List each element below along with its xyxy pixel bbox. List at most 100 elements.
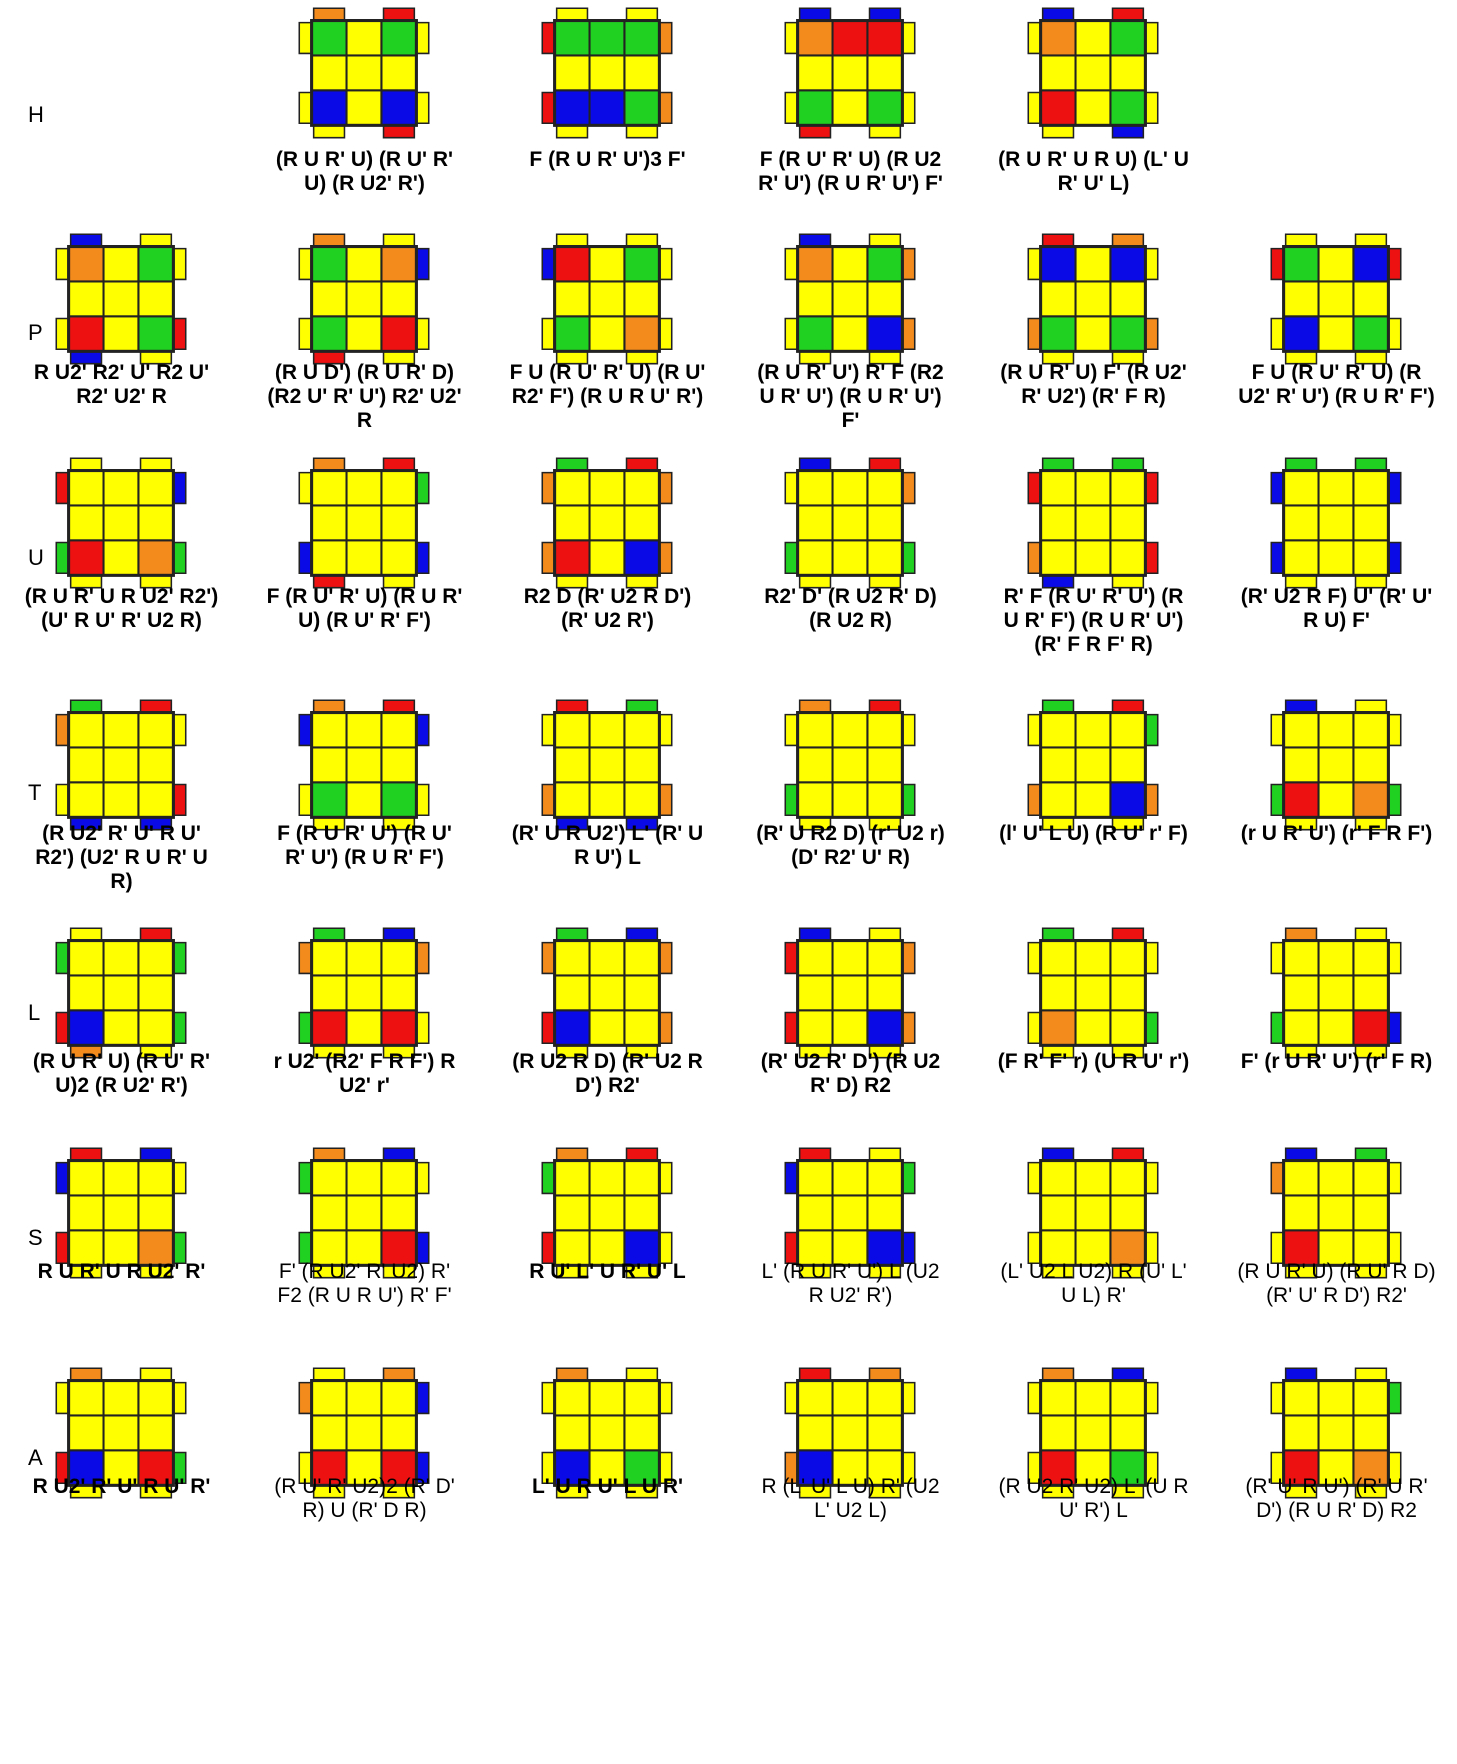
side-sticker [1145,542,1157,573]
side-sticker [314,8,345,20]
sticker [867,747,902,782]
sticker [624,941,659,976]
sticker [1319,975,1354,1010]
sticker [1041,1415,1076,1450]
side-sticker [785,1163,797,1194]
sticker [833,782,868,817]
sticker [1353,247,1388,282]
side-sticker [299,542,311,573]
pll-case: r U2' (R2' F R F') R U2' r' [243,920,486,1135]
sticker [798,1161,833,1196]
side-sticker [299,1232,311,1263]
pll-case-diagram [775,226,925,376]
sticker [624,1415,659,1450]
side-sticker [299,473,311,504]
side-sticker [800,458,831,470]
sticker [1319,1415,1354,1450]
side-sticker [299,1383,311,1414]
algorithm-text: (R U' R' U2)2 (R' D' R) U (R' D R) [243,1475,486,1523]
pll-case: F (R U' R' U) (R U R' U) (R U' R' F') [243,450,486,690]
pll-case-diagram [775,0,925,150]
sticker [1319,1195,1354,1230]
sticker [798,21,833,56]
cube-diagram [775,226,925,381]
sticker [833,247,868,282]
side-sticker [416,23,428,54]
side-sticker [1356,928,1387,940]
sticker [347,90,382,125]
section-row: U(R U R' U R U2' R2') (U' R U' R' U2 R)F… [0,450,1457,690]
side-sticker [384,234,415,246]
side-sticker [785,784,797,815]
pll-case-diagram [46,692,196,842]
side-sticker [870,458,901,470]
pll-case: R' F (R U' R' U') (R U R' F') (R U R' U'… [972,450,1215,690]
sticker [624,782,659,817]
side-sticker [56,715,68,746]
side-sticker [785,943,797,974]
side-sticker [1028,1232,1040,1263]
sticker [381,1161,416,1196]
side-sticker [384,1368,415,1380]
side-sticker [785,92,797,123]
side-sticker [659,473,671,504]
sticker [1284,782,1319,817]
side-sticker [800,700,831,712]
sticker [1076,316,1111,351]
sticker [1041,90,1076,125]
sticker [347,540,382,575]
side-sticker [1145,715,1157,746]
sticker [590,782,625,817]
side-sticker [1145,1232,1157,1263]
sticker [312,505,347,540]
sticker [381,975,416,1010]
side-sticker [173,1232,185,1263]
sticker [347,1381,382,1416]
sticker [867,505,902,540]
side-sticker [173,1383,185,1414]
sticker [347,247,382,282]
sticker [104,1161,139,1196]
side-sticker [1145,23,1157,54]
sticker [1319,281,1354,316]
pll-case-diagram [1261,920,1411,1070]
side-sticker [785,1232,797,1263]
side-sticker [71,1368,102,1380]
sticker [555,1195,590,1230]
side-sticker [56,249,68,280]
side-sticker [173,542,185,573]
side-sticker [314,125,345,137]
sticker [833,281,868,316]
sticker [555,21,590,56]
sticker [590,471,625,506]
sticker [104,975,139,1010]
sticker [798,941,833,976]
pll-case-diagram [289,0,439,150]
side-sticker [627,125,658,137]
sticker [69,747,104,782]
algorithm-text: (R U R' U) (R U' R D) (R' U' R D') R2' [1215,1260,1457,1308]
sticker [1319,747,1354,782]
sticker [833,1195,868,1230]
sticker [867,1381,902,1416]
side-sticker [659,943,671,974]
side-sticker [416,1163,428,1194]
side-sticker [1028,542,1040,573]
side-sticker [299,249,311,280]
sticker [1319,505,1354,540]
sticker [1041,782,1076,817]
pll-case: R2 D (R' U2 R D') (R' U2 R') [486,450,729,690]
sticker [555,1010,590,1045]
sticker [1041,1161,1076,1196]
sticker [381,21,416,56]
pll-case-diagram [1261,450,1411,600]
side-sticker [384,458,415,470]
sticker [833,90,868,125]
side-sticker [1271,943,1283,974]
pll-case-diagram [532,0,682,150]
side-sticker [1271,249,1283,280]
side-sticker [1388,943,1400,974]
side-sticker [1271,784,1283,815]
sticker [867,941,902,976]
side-sticker [1271,1383,1283,1414]
